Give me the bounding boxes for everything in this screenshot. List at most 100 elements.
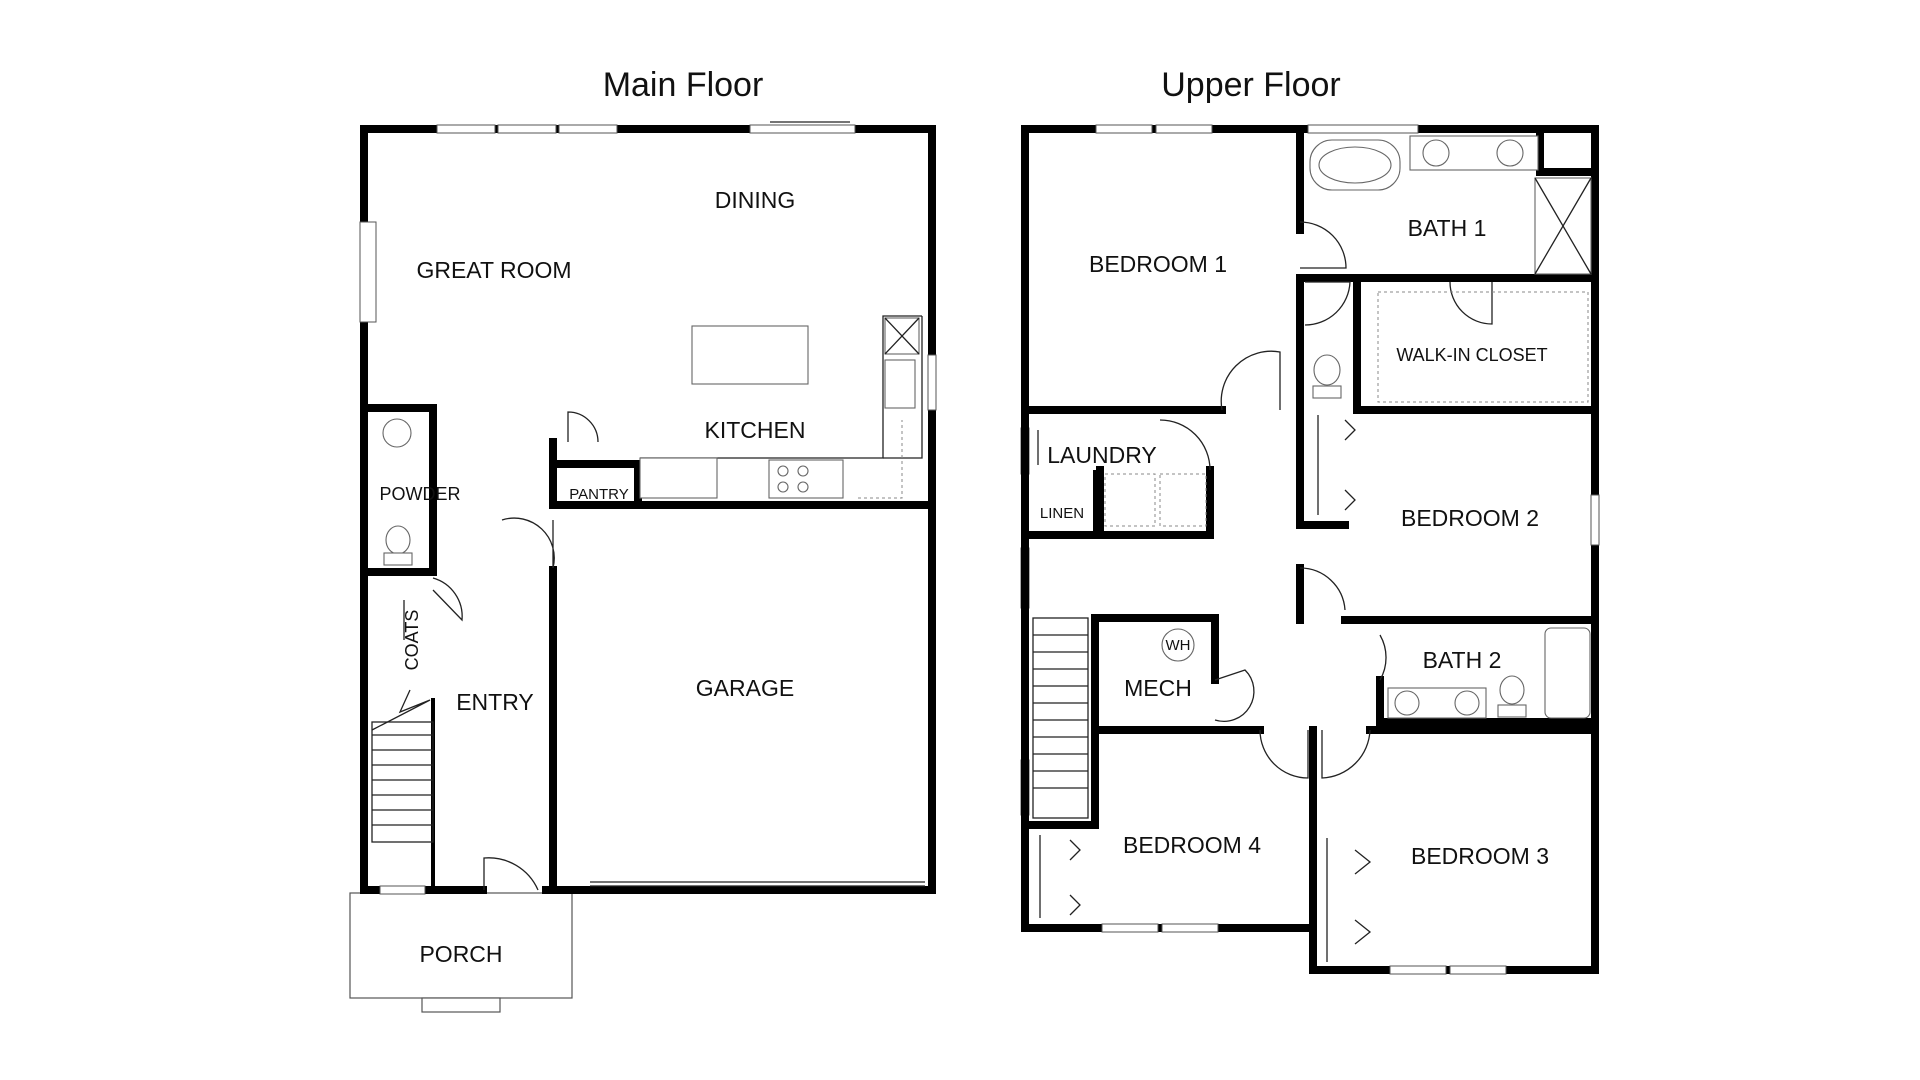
closet-door-bifold	[1344, 489, 1356, 511]
vanity-sink	[1454, 690, 1480, 716]
window	[927, 354, 937, 411]
room-label-powder: POWDER	[380, 484, 461, 504]
mech-north-wall	[1091, 614, 1219, 684]
powder-wall	[360, 404, 437, 576]
walkin-walls	[1353, 274, 1599, 414]
room-label-walk-in-closet: WALK-IN CLOSET	[1396, 345, 1547, 365]
burner	[797, 481, 809, 493]
room-label-great-room: GREAT ROOM	[416, 257, 571, 283]
water-heater-label: WH	[1166, 637, 1191, 654]
toilet-room-door	[1304, 281, 1351, 326]
window	[497, 124, 557, 134]
laundry-south-wall	[1096, 466, 1214, 539]
closet-door	[1449, 281, 1493, 325]
room-label-entry: ENTRY	[456, 689, 534, 715]
bathtub-basin	[1318, 146, 1392, 184]
stair-wall-upper	[1021, 726, 1099, 829]
bath1-door	[1299, 221, 1347, 269]
bath2-door	[1379, 634, 1387, 681]
toilet	[1499, 675, 1525, 705]
front-door	[483, 857, 539, 891]
powder-toilet	[385, 525, 411, 555]
window	[1449, 965, 1507, 975]
coats-door	[432, 577, 463, 622]
window	[1307, 124, 1419, 134]
room-label-bedroom-2: BEDROOM 2	[1401, 505, 1539, 531]
stairs	[371, 721, 434, 843]
pantry-door	[567, 411, 599, 443]
room-label-bath-2: BATH 2	[1423, 647, 1502, 673]
stair-break-line	[371, 689, 431, 731]
kitchen-island	[691, 325, 809, 385]
kitchen-counter	[640, 315, 922, 459]
bed1-door	[1220, 350, 1281, 411]
washer	[1104, 473, 1156, 527]
water-heater-icon	[1161, 628, 1195, 662]
closet-door-bifold	[1354, 919, 1372, 945]
dryer	[1159, 473, 1207, 527]
burner	[797, 465, 809, 477]
window	[1590, 494, 1600, 546]
room-label-porch: PORCH	[419, 941, 502, 967]
sink	[884, 359, 916, 409]
dishwasher-mark	[884, 317, 920, 355]
room-label-bedroom-4: BEDROOM 4	[1123, 832, 1261, 858]
window	[558, 124, 618, 134]
room-label-laundry: LAUNDRY	[1047, 442, 1157, 468]
porch-step	[421, 997, 501, 1013]
room-label-bedroom-1: BEDROOM 1	[1089, 251, 1227, 277]
shower-mark	[1534, 177, 1592, 275]
toilet-tank	[383, 552, 413, 566]
window	[1101, 923, 1159, 933]
bed4-door	[1259, 729, 1309, 779]
vanity-sink	[1422, 139, 1450, 167]
laundry-linen-wall	[1021, 406, 1104, 539]
bed2-west-wall	[1296, 406, 1349, 529]
main-floor-plan: Main Floor	[349, 66, 937, 1013]
burner	[777, 465, 789, 477]
bath2-walls	[1376, 676, 1599, 726]
toilet-tank	[1497, 704, 1527, 718]
window	[1155, 124, 1213, 134]
room-label-mech: MECH	[1124, 675, 1192, 701]
room-label-kitchen: KITCHEN	[705, 417, 806, 443]
bed2-door	[1299, 567, 1346, 611]
room-label-linen: LINEN	[1040, 505, 1084, 522]
room-label-pantry: PANTRY	[569, 486, 628, 503]
room-label-bedroom-3: BEDROOM 3	[1411, 843, 1549, 869]
upper-cabinets	[858, 420, 903, 499]
stairs-upper	[1032, 617, 1089, 819]
porch-slab	[349, 892, 573, 999]
closet-shelving	[1377, 291, 1589, 403]
main-floor-title: Main Floor	[603, 66, 764, 104]
room-label-bath-1: BATH 1	[1408, 215, 1487, 241]
room-label-coats: COATS	[402, 610, 422, 671]
toilet	[1313, 354, 1341, 386]
sliding-door	[749, 124, 856, 134]
closet-door-bifold	[1354, 849, 1372, 875]
powder-sink	[382, 418, 412, 448]
closet-door-bifold	[1069, 839, 1081, 861]
range	[768, 459, 844, 499]
pantry-wall	[549, 460, 642, 509]
mech-west-wall	[1091, 614, 1219, 734]
room-label-dining: DINING	[715, 187, 796, 213]
window	[359, 221, 377, 323]
window	[1389, 965, 1447, 975]
bath1-linen-wall	[1536, 125, 1599, 176]
bed3-door	[1321, 729, 1371, 779]
toilet-tank	[1312, 385, 1342, 399]
upper-floor-title: Upper Floor	[1161, 66, 1341, 104]
upper-floor-plan: Upper Floor	[1020, 66, 1600, 975]
garage-entry-door	[501, 517, 555, 569]
vanity-sink	[1394, 690, 1420, 716]
laundry-door	[1159, 419, 1211, 471]
kitchen-counter-edge	[883, 316, 923, 459]
window	[1095, 124, 1153, 134]
room-label-garage: GARAGE	[696, 675, 794, 701]
burner	[777, 481, 789, 493]
window	[436, 124, 496, 134]
vanity-sink	[1496, 139, 1524, 167]
